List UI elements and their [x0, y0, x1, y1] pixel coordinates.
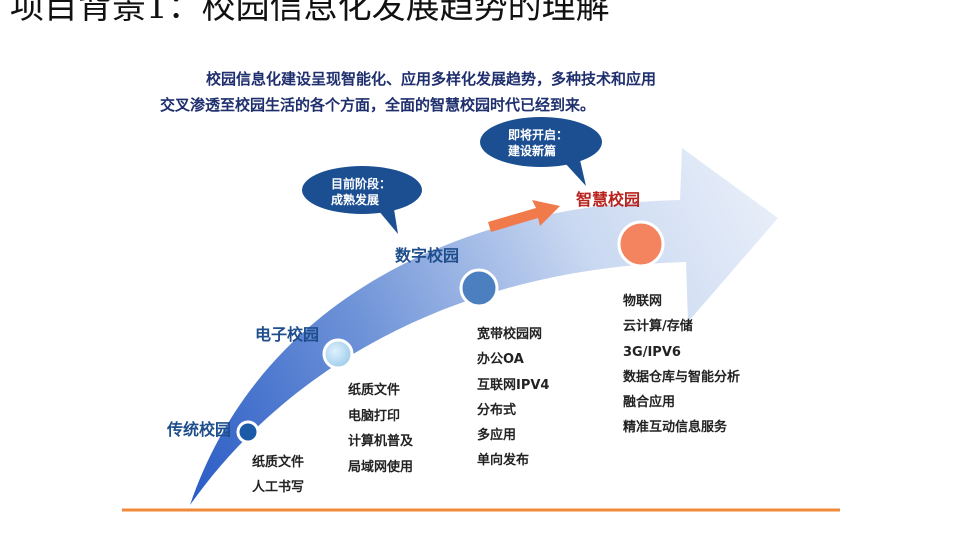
list-item: 3G/IPV6 — [623, 344, 681, 360]
intro-paragraph: 校园信息化建设呈现智能化、应用多样化发展趋势，多种技术和应用 交叉渗透至校园生活… — [160, 66, 800, 118]
list-smart: 物联网 云计算/存储 3G/IPV6 数据仓库与智能分析 融合应用 精准互动信息… — [623, 289, 740, 441]
slide-title: 项目背景1：校园信息化发展趋势的理解 — [10, 0, 610, 27]
bubble-upcoming-line-1: 即将开启： — [508, 128, 569, 142]
intro-line-2: 交叉渗透至校园生活的各个方面，全面的智慧校园时代已经到来。 — [160, 96, 596, 114]
list-item: 多应用 — [477, 428, 517, 444]
stage-label-electronic: 电子校园 — [255, 325, 320, 344]
bubble-current-text: 目前阶段： 成熟发展 — [331, 176, 391, 208]
node-smart — [617, 220, 665, 268]
bubble-upcoming-stage — [480, 117, 602, 186]
intro-line-1: 校园信息化建设呈现智能化、应用多样化发展趋势，多种技术和应用 — [206, 70, 657, 88]
list-item: 人工书写 — [252, 480, 305, 495]
list-item: 融合应用 — [623, 395, 676, 411]
node-digital — [459, 268, 499, 308]
bubble-upcoming-line-2: 建设新篇 — [508, 144, 557, 158]
list-item: 计算机普及 — [348, 434, 414, 449]
bubble-current-line-2: 成熟发展 — [331, 193, 380, 207]
list-digital: 宽带校园网 办公OA 互联网IPV4 分布式 多应用 单向发布 — [477, 322, 549, 474]
orange-arrow-icon — [488, 200, 560, 232]
stage-label-digital: 数字校园 — [395, 246, 460, 265]
bubble-current-line-1: 目前阶段： — [331, 177, 392, 191]
list-item: 互联网IPV4 — [477, 377, 550, 393]
stage-label-smart: 智慧校园 — [576, 190, 641, 209]
list-item: 数据仓库与智能分析 — [623, 369, 741, 385]
stage-label-traditional: 传统校园 — [167, 420, 232, 439]
list-traditional: 纸质文件 人工书写 — [252, 450, 304, 500]
list-item: 分布式 — [477, 402, 517, 418]
list-item: 宽带校园网 — [477, 327, 543, 342]
list-item: 单向发布 — [477, 453, 530, 469]
list-electronic: 纸质文件 电脑打印 计算机普及 局域网使用 — [348, 378, 413, 480]
list-item: 物联网 — [623, 294, 663, 309]
list-item: 纸质文件 — [348, 383, 401, 398]
list-item: 局域网使用 — [348, 459, 414, 475]
node-traditional — [236, 420, 260, 444]
list-item: 纸质文件 — [252, 455, 305, 470]
bubble-upcoming-text: 即将开启： 建设新篇 — [508, 127, 568, 159]
list-item: 电脑打印 — [348, 408, 401, 424]
list-item: 办公OA — [477, 352, 524, 368]
bubble-current-stage — [302, 166, 422, 234]
node-electronic — [322, 338, 354, 370]
list-item: 云计算/存储 — [623, 319, 693, 335]
list-item: 精准互动信息服务 — [623, 420, 728, 436]
